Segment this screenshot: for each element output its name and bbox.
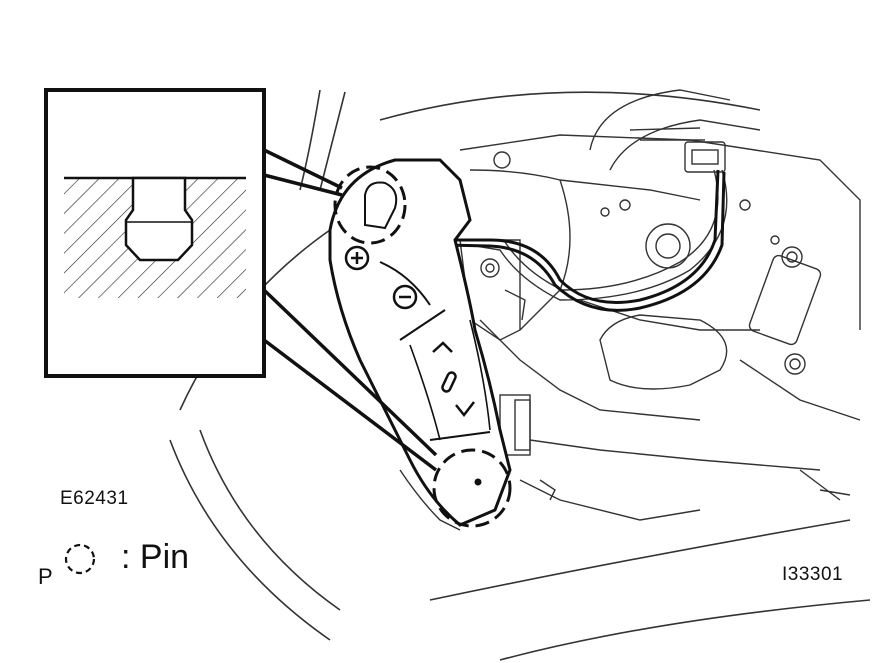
- pin-shapes: [364, 181, 482, 486]
- wire-harness: [399, 169, 726, 312]
- detail-inset: [44, 88, 266, 378]
- upper-pin: [364, 181, 398, 230]
- leader-lines: [262, 148, 438, 472]
- lower-pin-marker: [432, 448, 512, 528]
- legend-text: : Pin: [121, 538, 190, 576]
- mode-button: [441, 371, 457, 393]
- steering-wheel-rim: [169, 89, 871, 661]
- pin-markers: [333, 165, 512, 528]
- pin-marker-icon: [64, 543, 96, 575]
- up-arrow-icon: [432, 341, 453, 353]
- switch-buttons: [344, 245, 475, 418]
- down-arrow-icon: [455, 401, 475, 418]
- pin-cross-section: [124, 176, 194, 262]
- illustration-code: I33301: [782, 564, 844, 585]
- steering-pad-switch: [328, 158, 512, 527]
- figure-code: E62431: [60, 488, 129, 509]
- upper-pin-marker: [333, 165, 407, 245]
- legend-letter: P: [38, 564, 53, 589]
- lower-pin: [474, 478, 482, 486]
- plus-symbol-icon: [351, 252, 363, 264]
